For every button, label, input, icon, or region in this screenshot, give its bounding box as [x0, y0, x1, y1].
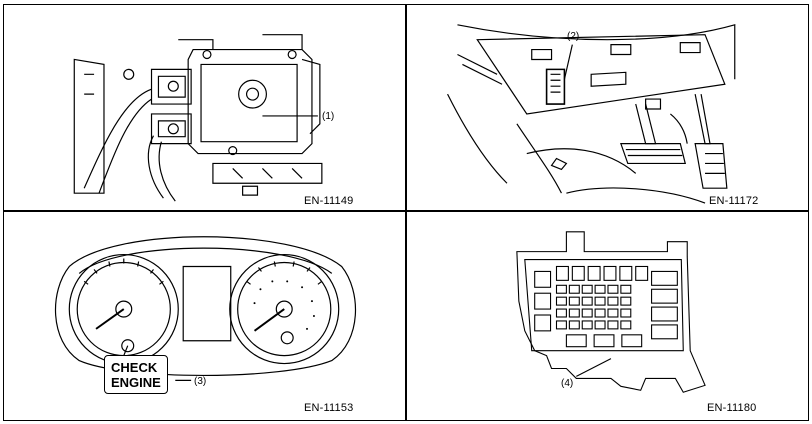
panel-ecm-location: (1) EN-11149 [3, 4, 406, 211]
callout-ecm: (1) [322, 111, 335, 122]
panel-instrument-cluster: CHECK ENGINE (3) EN-11153 [3, 211, 406, 421]
cluster-illustration [54, 236, 357, 381]
figure-code: EN-11180 [707, 402, 757, 414]
figure-code: EN-11172 [709, 195, 759, 207]
check-engine-callout-box: CHECK ENGINE [104, 355, 168, 394]
fuse-box-illustration [516, 231, 706, 393]
dash-illustration [447, 24, 736, 204]
callout-connector: (2) [567, 31, 580, 42]
callout-fuse-box: (4) [561, 378, 574, 389]
ecm-illustration [73, 34, 323, 202]
panel-fuse-box: (4) EN-11180 [406, 211, 809, 421]
check-engine-line-1: CHECK [111, 360, 158, 375]
callout-indicator: (3) [194, 376, 207, 387]
figure-code: EN-11149 [304, 195, 354, 207]
figure-code: EN-11153 [304, 402, 354, 414]
check-engine-line-2: ENGINE [111, 375, 161, 390]
panel-dash-connector: (2) EN-11172 [406, 4, 809, 211]
